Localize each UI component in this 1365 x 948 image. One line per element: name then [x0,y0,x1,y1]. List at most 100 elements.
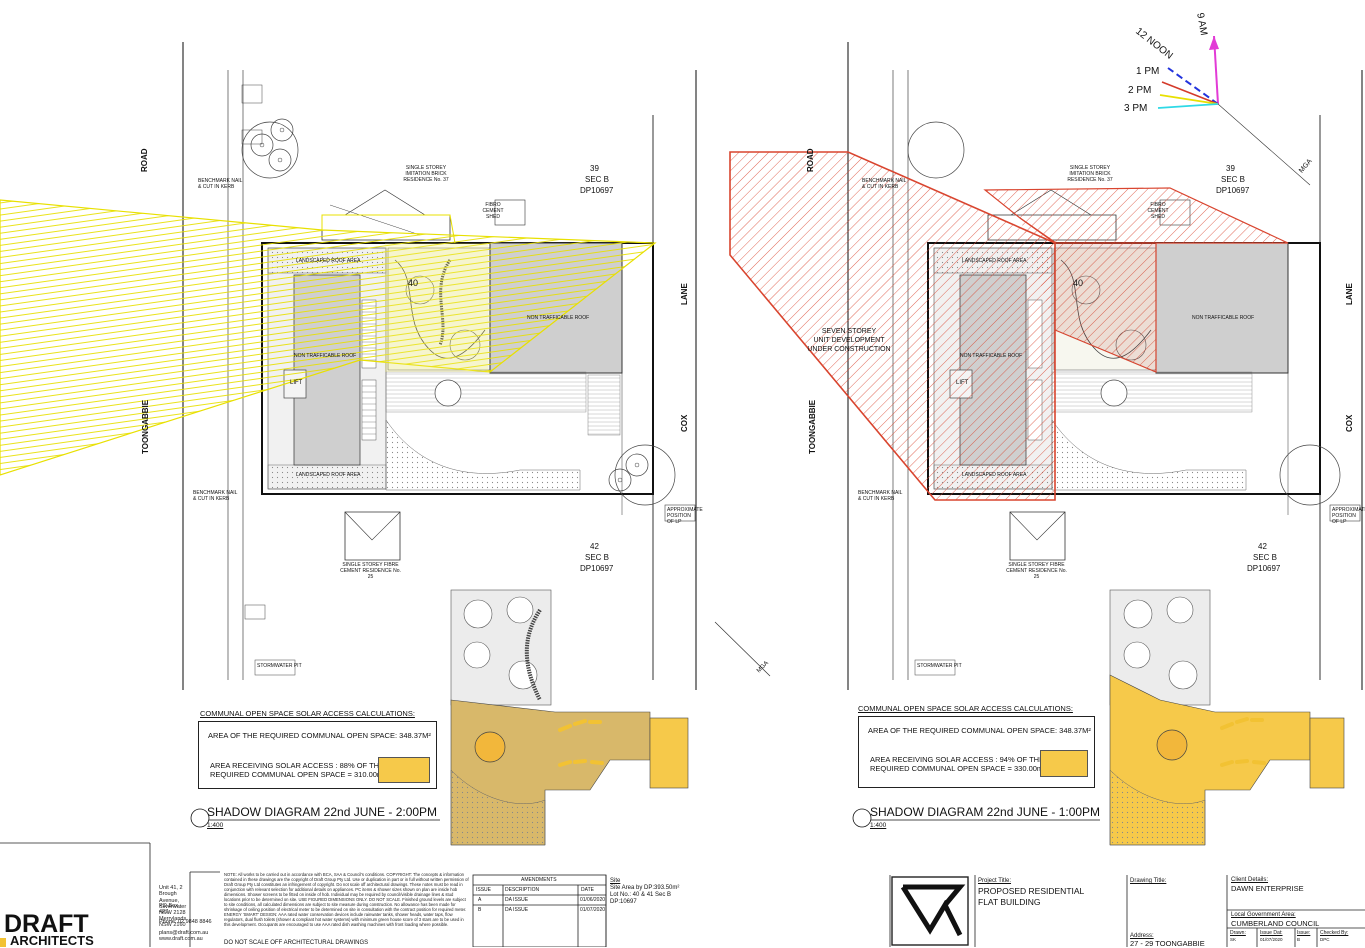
lot-42-right-dp: DP10697 [1247,564,1281,573]
drawing-title-heading: Drawing Title: [1130,878,1167,884]
non-trafficable-right: NON TRAFFICABLE ROOF [960,353,1023,359]
left-solar-inset [450,589,689,846]
po-box: PO Box 427, Merrylands NSW 2160 [159,903,187,928]
stormwater-right: STORMWATER PIT [917,663,962,669]
seven-storey-label-1: SEVEN STOREY [821,328,877,335]
approx-position-left: APPROXIMATE POSITION OF LP [667,507,703,525]
non-trafficable-right-2: NON TRAFFICABLE ROOF [1192,315,1255,321]
approx-position-right: APPROXIMATE POSITION OF LP [1332,507,1365,525]
right-calc-required: AREA OF THE REQUIRED COMMUNAL OPEN SPACE… [868,726,1091,735]
street-toongabbie-left: TOONGABBIE [141,399,150,454]
benchmark-right-bottom: BENCHMARK NAIL & CUT IN KERB [858,490,903,502]
do-not-scale-note: DO NOT SCALE OFF ARCHITECTURAL DRAWINGS [224,940,369,946]
right-solar-inset [1109,589,1345,846]
non-trafficable-left-2: NON TRAFFICABLE ROOF [527,315,590,321]
street-road-left: ROAD [140,148,149,172]
left-diagram-title: SHADOW DIAGRAM 22nd JUNE - 2:00PM [207,805,438,819]
site-area: Site Area by DP:393.50m² [610,885,680,891]
phone: Phone: 02 9848 8846 [159,919,212,925]
lot-42-left-sec: SEC B [585,553,610,562]
general-notes: NOTE: All works to be carried out in acc… [224,872,469,927]
right-calc-receiving-1: AREA RECEIVING SOLAR ACCESS : 94% OF THE [870,755,1045,764]
street-road-right: ROAD [806,148,815,172]
left-site-plan [0,42,697,690]
benchmark-left-bottom: BENCHMARK NAIL & CUT IN KERB [193,490,238,502]
address-value: 27 - 29 TOONGABBIE [1130,939,1205,948]
meta-issue-date-head: Issue Dat: [1260,930,1283,936]
neighbour-fibro-right: SINGLE STOREY FIBRE CEMENT RESIDENCE No.… [1006,562,1067,580]
amend-col-issue: ISSUE [476,887,492,893]
client-value: DAWN ENTERPRISE [1231,884,1304,893]
meta-issue-head: Issue: [1297,930,1311,936]
right-solar-swatch [1040,750,1088,777]
amend-row-1-issue: A [478,897,482,903]
lot-42-left-dp: DP10697 [580,564,614,573]
benchmark-left-top: BENCHMARK NAIL & CUT IN KERB [198,178,243,190]
site-lot: Lot No.: 40 & 41 Sec B [610,892,672,898]
amend-row-1-desc: DA ISSUE [505,897,529,903]
street-cox-left: COX [680,414,689,432]
sun-3pm: 3 PM [1124,103,1148,114]
amend-col-desc: DESCRIPTION [505,887,540,893]
site-dp: DP:10697 [610,899,637,905]
amend-row-1-date: 01/06/2020 [580,897,606,903]
amend-row-2-date: 01/07/2020 [580,907,606,913]
website: www.draft.com.au [159,936,203,942]
amend-row-2-issue: B [478,907,482,913]
site-heading: Site [610,878,621,884]
left-calc-receiving-1: AREA RECEIVING SOLAR ACCESS : 88% OF THE [210,761,385,770]
non-trafficable-left: NON TRAFFICABLE ROOF [294,353,357,359]
shed-left: FIBRO CEMENT SHED [482,202,504,220]
right-site-plan [729,42,1363,690]
left-calc-title: COMMUNAL OPEN SPACE SOLAR ACCESS CALCULA… [200,709,415,718]
email: plans@draft.com.au [159,930,209,936]
lga-heading: Local Government Area: [1231,912,1296,918]
logo-draft: DRAFT [4,910,89,938]
neighbour-fibro-left: SINGLE STOREY FIBRE CEMENT RESIDENCE No.… [340,562,401,580]
stormwater-left: STORMWATER PIT [257,663,302,669]
right-diagram-title: SHADOW DIAGRAM 22nd JUNE - 1:00PM [870,805,1101,819]
left-diagram-scale: 1:400 [207,822,224,829]
project-title-line-2: FLAT BUILDING [978,897,1041,907]
right-diagram-scale: 1:400 [870,822,887,829]
meta-checked-head: Checked By: [1320,930,1349,936]
lot-39-left-num: 39 [590,164,599,173]
amend-col-date: DATE [581,887,594,893]
north-line-left [714,621,771,677]
landscaped-roof-right-bottom: LANDSCAPED ROOF AREA [962,472,1027,478]
left-calc-required: AREA OF THE REQUIRED COMMUNAL OPEN SPACE… [208,731,431,740]
neighbour-brick-right: SINGLE STOREY IMITATION BRICK RESIDENCE … [1067,165,1113,183]
office-address: Unit 41, 2 Brough Avenue, Silverwater NS… [159,885,187,917]
meta-issue-val: B [1297,937,1301,942]
meta-drawn-val: SK [1230,937,1237,942]
landscaped-roof-left-bottom: LANDSCAPED ROOF AREA [296,472,361,478]
site-lot-right: 40 [1073,278,1084,288]
lot-39-right-num: 39 [1226,164,1235,173]
site-lot-left: 40 [408,278,419,288]
project-title-line-1: PROPOSED RESIDENTIAL [978,886,1085,896]
meta-checked-val: DPC [1320,937,1330,942]
lot-42-right-num: 42 [1258,542,1267,551]
seven-storey-label-2: UNIT DEVELOPMENT [813,337,885,344]
left-calc-receiving-2: REQUIRED COMMUNAL OPEN SPACE = 310.00m² [210,770,386,779]
meta-issue-date-val: 01/07/2020 [1260,937,1283,942]
logo-architects: ARCHITECTS [10,933,94,948]
landscaped-roof-right-top: LANDSCAPED ROOF AREA [962,258,1027,264]
amendments-title: AMENDMENTS [521,877,557,883]
lift-left: LIFT [290,380,303,386]
amend-row-2-desc: DA ISSUE [505,907,529,913]
meta-drawn-head: Drawn: [1230,930,1246,936]
benchmark-right-top: BENCHMARK NAIL & CUT IN KERB [862,178,907,190]
lot-42-left-num: 42 [590,542,599,551]
seven-storey-label-3: UNDER CONSTRUCTION [807,346,891,353]
sun-2pm: 2 PM [1128,85,1152,96]
street-lane-right: LANE [1345,283,1354,305]
street-toongabbie-right: TOONGABBIE [808,399,817,454]
lot-39-left-dp: DP10697 [580,186,614,195]
lift-right: LIFT [956,380,969,386]
logo-accent [0,938,6,947]
lot-39-right-dp: DP10697 [1216,186,1250,195]
lot-39-left-sec: SEC B [585,175,610,184]
